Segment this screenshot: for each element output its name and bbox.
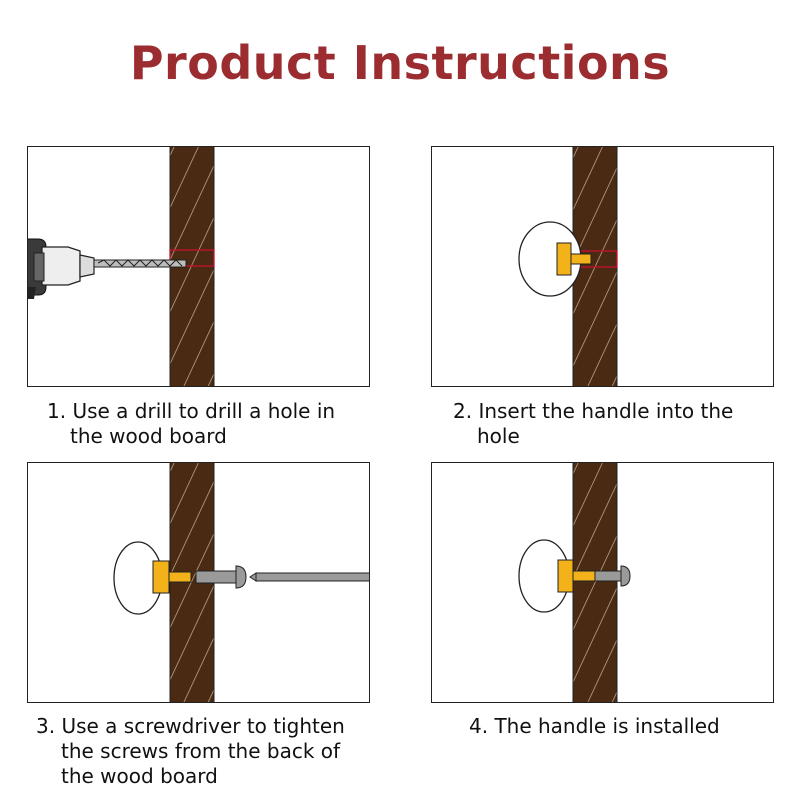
drilled-hole bbox=[169, 249, 215, 267]
step-1-caption-line1: 1. Use a drill to drill a hole in bbox=[47, 399, 336, 423]
step-3-caption-line2: the screws from the back of bbox=[61, 739, 341, 763]
step-1-illustration bbox=[27, 146, 370, 387]
step-3-caption-line1: 3. Use a screwdriver to tighten bbox=[36, 714, 345, 738]
step-4-caption: 4. The handle is installed bbox=[469, 714, 720, 739]
step-1-caption-line2: the wood board bbox=[70, 424, 227, 448]
handle-icon bbox=[113, 541, 192, 615]
step-4-illustration bbox=[431, 462, 774, 703]
step-4-caption-line1: 4. The handle is installed bbox=[469, 714, 720, 738]
step-3-caption-line3: the wood board bbox=[61, 764, 218, 788]
handle-icon bbox=[518, 221, 592, 297]
step-2-caption-line2: hole bbox=[477, 424, 520, 448]
screwdriver-icon bbox=[249, 572, 369, 582]
drill-icon bbox=[28, 238, 187, 299]
wood-board bbox=[572, 463, 618, 702]
step-1-caption: 1. Use a drill to drill a hole in the wo… bbox=[47, 399, 335, 449]
step-2-caption-line1: 2. Insert the handle into the bbox=[453, 399, 734, 423]
step-3-illustration bbox=[27, 462, 370, 703]
page-title: Product Instructions bbox=[129, 36, 671, 90]
step-3-caption: 3. Use a screwdriver to tighten the scre… bbox=[36, 714, 345, 789]
screw-icon bbox=[594, 565, 631, 587]
step-2-illustration bbox=[431, 146, 774, 387]
handle-icon bbox=[518, 539, 596, 613]
screw-icon bbox=[195, 565, 247, 589]
step-2-caption: 2. Insert the handle into the hole bbox=[453, 399, 733, 449]
